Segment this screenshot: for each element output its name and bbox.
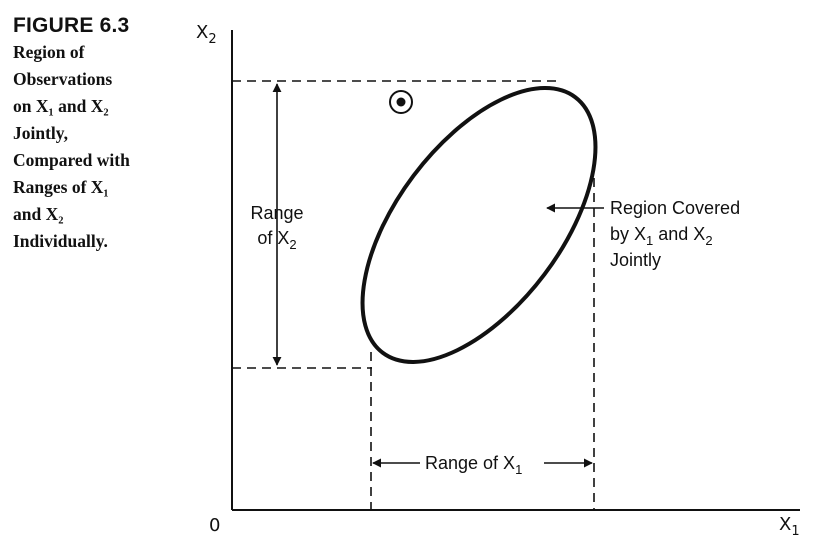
region-label-line1: Region Covered <box>610 198 740 218</box>
caption-line-6: Ranges of X₁ <box>13 177 109 197</box>
region-label-line2: by X1 and X2 <box>610 224 713 248</box>
x-axis-label: X1 <box>779 514 800 539</box>
joint-region-ellipse <box>360 86 598 364</box>
range-x1-label: Range of X1 <box>425 453 522 477</box>
caption-line-2: Observations <box>13 69 113 89</box>
caption-line-8: Individually. <box>13 231 108 251</box>
origin-label: 0 <box>209 515 220 536</box>
region-label-line3: Jointly <box>610 250 661 270</box>
caption-line-4: Jointly, <box>13 123 68 143</box>
outlier-point-ring <box>389 90 413 114</box>
caption-line-3: on X₁ and X₂ <box>13 96 109 116</box>
caption-line-5: Compared with <box>13 150 130 170</box>
caption-line-1: Region of <box>13 42 85 62</box>
outlier-point-dot <box>396 97 406 107</box>
figure-caption: FIGURE 6.3 Region of Observations on X₁ … <box>13 13 213 255</box>
range-x2-label-line1: Range <box>250 203 303 223</box>
range-x2-label-line2: of X2 <box>257 228 296 252</box>
figure-number: FIGURE 6.3 <box>13 14 130 37</box>
caption-line-7: and X₂ <box>13 204 64 224</box>
y-axis-label: X2 <box>196 22 217 47</box>
